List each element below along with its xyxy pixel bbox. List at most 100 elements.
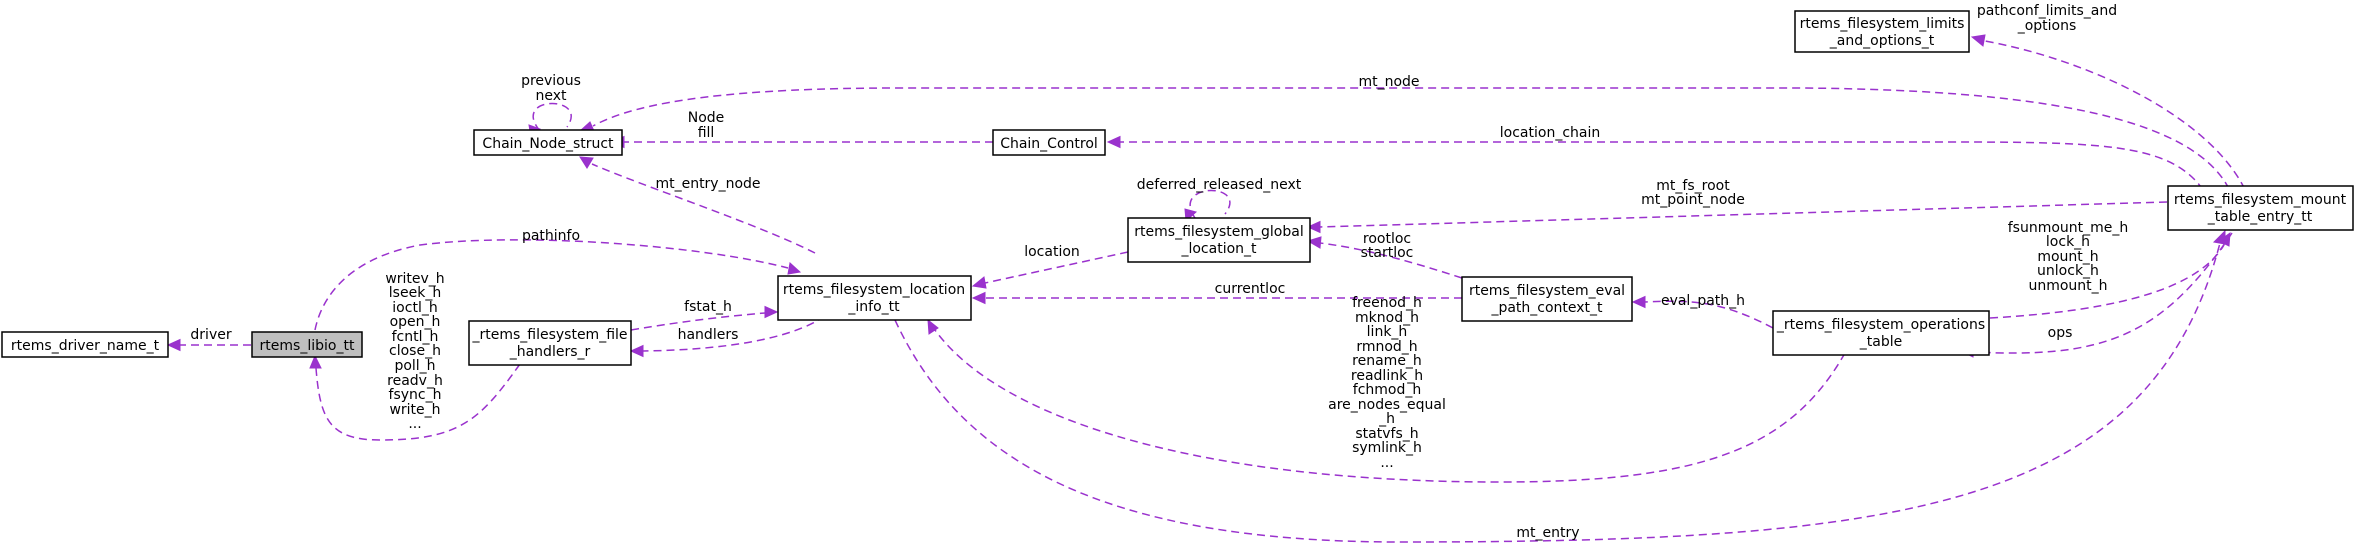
edge-driver	[166, 338, 251, 352]
node-rtems-filesystem-limits-and-options-t: rtems_filesystem_limits _and_options_t	[1794, 10, 1970, 53]
label-mt-point-node: mt_point_node	[1641, 192, 1745, 208]
node-operations-label-1: _rtems_filesystem_operations	[1776, 317, 1985, 333]
edge-handlers-list	[309, 354, 521, 441]
label-mt-fs-root: mt_fs_root	[1656, 178, 1730, 194]
label-open-h: open_h	[390, 314, 441, 330]
label-link-h: link_h	[1367, 324, 1408, 340]
edge-node-fill	[610, 135, 993, 149]
node-chain-node-struct: Chain_Node_struct	[473, 129, 623, 156]
label-poll-h: poll_h	[394, 358, 435, 374]
edge-fsunmount	[1989, 231, 2231, 319]
label-are-nodes-equal: are_nodes_equal	[1328, 397, 1446, 413]
node-rtems-libio-tt: rtems_libio_tt	[251, 331, 363, 358]
label-location-chain: location_chain	[1500, 125, 1600, 141]
label-write-h: write_h	[389, 402, 440, 418]
node-chain-control: Chain_Control	[992, 129, 1106, 156]
node-eval-path-label-2: _path_context_t	[1490, 300, 1603, 316]
label-readv-h: readv_h	[387, 373, 443, 389]
node-limits-label-2: _and_options_t	[1829, 33, 1935, 49]
label-deferred: deferred_released_next	[1137, 177, 1302, 193]
edge-deferred	[1184, 189, 1231, 223]
label-rmnod-h: rmnod_h	[1356, 339, 1417, 355]
node-file-handlers-label-2: _handlers_r	[509, 344, 591, 360]
label-mt-node: mt_node	[1358, 74, 1419, 90]
label-readlink-h: readlink_h	[1351, 368, 1423, 384]
node-eval-path-label-1: rtems_filesystem_eval	[1469, 283, 1625, 299]
node-rtems-filesystem-mount-table-entry-tt: rtems_filesystem_mount _table_entry_tt	[2167, 185, 2354, 231]
label-node: Node	[688, 110, 725, 126]
label-writev-h: writev_h	[385, 271, 444, 287]
label-are-nodes-equal-h: _h	[1378, 411, 1395, 427]
edge-mt-entry	[894, 229, 2226, 543]
label-handlers-more: ...	[408, 416, 421, 432]
label-location: location	[1024, 244, 1080, 260]
label-ops-more: ...	[1380, 455, 1393, 471]
label-next: next	[535, 88, 567, 104]
node-chain-control-label: Chain_Control	[1000, 136, 1098, 152]
label-driver: driver	[190, 327, 231, 343]
node-rtems-filesystem-global-location-t: rtems_filesystem_global _location_t	[1127, 217, 1311, 263]
node-rtems-driver-name-t: rtems_driver_name_t	[1, 331, 169, 358]
label-ioctl-h: ioctl_h	[392, 300, 437, 316]
label-rootloc: rootloc	[1363, 231, 1411, 247]
label-eval-path-h: eval_path_h	[1661, 293, 1745, 309]
label-mt-entry-node: mt_entry_node	[655, 176, 760, 192]
edge-pathconf	[1970, 34, 2251, 202]
node-mount-table-label-1: rtems_filesystem_mount	[2174, 192, 2347, 208]
edge-location	[971, 251, 1129, 289]
label-fchmod-h: fchmod_h	[1353, 382, 1421, 398]
node-file-handlers-label-1: _rtems_filesystem_file	[471, 327, 627, 343]
node-mount-table-label-2: _table_entry_tt	[2207, 209, 2313, 225]
edge-ops-list	[927, 318, 1846, 483]
node-global-location-label-2: _location_t	[1180, 241, 1257, 257]
label-ops: ops	[2048, 325, 2073, 341]
edge-rootloc	[1306, 236, 1463, 279]
edge-mt-entry-node	[579, 156, 816, 254]
edge-fstat	[630, 305, 779, 331]
node-rtems-filesystem-location-info-tt: rtems_filesystem_location _info_tt	[777, 275, 972, 321]
node-global-location-label-1: rtems_filesystem_global	[1134, 224, 1303, 240]
label-handlers: handlers	[678, 327, 739, 343]
label-fsunmount-me-h: fsunmount_me_h	[2008, 220, 2129, 236]
label-mknod-h: mknod_h	[1355, 310, 1419, 326]
node-rtems-libio-tt-label: rtems_libio_tt	[260, 338, 355, 354]
edge-pathinfo	[314, 239, 802, 331]
node-rtems-driver-name-t-label: rtems_driver_name_t	[11, 338, 160, 354]
node-operations-label-2: _table	[1859, 334, 1902, 350]
label-fsync-h: fsync_h	[389, 387, 442, 403]
edge-mt-node	[578, 87, 2235, 202]
label-pathconf-1: pathconf_limits_and	[1977, 3, 2117, 19]
label-startloc: startloc	[1361, 245, 1414, 261]
node-rtems-filesystem-file-handlers-r: _rtems_filesystem_file _handlers_r	[468, 320, 632, 366]
edge-mt-fs-root	[1306, 201, 2168, 234]
label-lock-h: lock_h	[2046, 234, 2090, 250]
label-fcntl-h: fcntl_h	[392, 329, 439, 345]
node-location-info-label-2: _info_tt	[847, 299, 900, 315]
edge-handlers	[629, 315, 826, 358]
edge-location-chain	[1106, 135, 2211, 202]
label-mount-h: mount_h	[2037, 249, 2098, 265]
label-freenod-h: freenod_h	[1352, 295, 1422, 311]
node-location-info-label-1: rtems_filesystem_location	[783, 282, 965, 298]
edge-eval-path-h	[1631, 295, 1774, 329]
label-statvfs-h: statvfs_h	[1355, 426, 1418, 442]
node-rtems-filesystem-operations-table: _rtems_filesystem_operations _table	[1772, 310, 1990, 356]
label-symlink-h: symlink_h	[1352, 440, 1422, 456]
label-close-h: close_h	[389, 343, 441, 359]
label-previous: previous	[521, 73, 581, 89]
node-limits-label-1: rtems_filesystem_limits	[1800, 16, 1965, 32]
node-rtems-filesystem-eval-path-context-t: rtems_filesystem_eval _path_context_t	[1461, 276, 1633, 322]
label-lseek-h: lseek_h	[389, 285, 441, 301]
label-currentloc: currentloc	[1215, 281, 1286, 297]
edge-currentloc	[971, 291, 1462, 305]
label-pathinfo: pathinfo	[522, 228, 580, 244]
node-chain-node-struct-label: Chain_Node_struct	[482, 136, 614, 152]
label-rename-h: rename_h	[1352, 353, 1422, 369]
label-mt-entry: mt_entry	[1516, 525, 1579, 541]
label-unlock-h: unlock_h	[2037, 263, 2099, 279]
label-fill: fill	[698, 125, 715, 141]
label-unmount-h: unmount_h	[2028, 278, 2107, 294]
label-fstat-h: fstat_h	[684, 299, 732, 315]
label-pathconf-2: _options	[2017, 18, 2077, 34]
